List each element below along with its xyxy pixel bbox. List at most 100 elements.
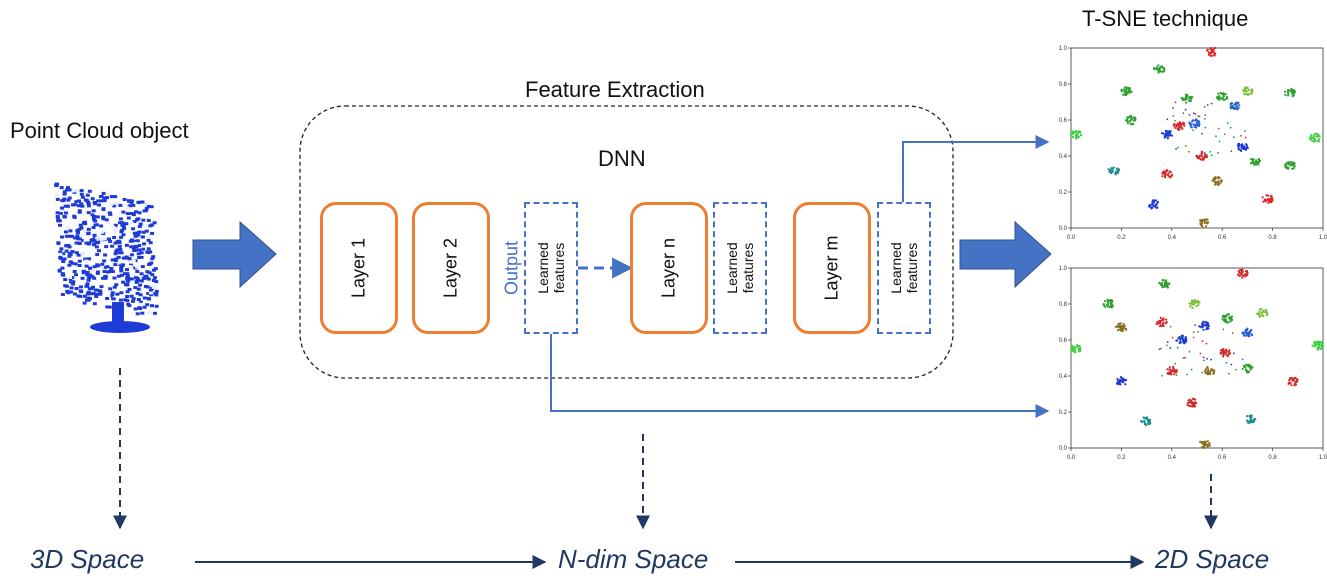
scatter-point (1164, 285, 1167, 288)
scatter-point (1107, 305, 1110, 308)
cloud-point (80, 204, 85, 208)
cloud-point (131, 246, 136, 250)
scatter-point (1201, 323, 1204, 326)
cloud-point (150, 304, 154, 308)
cloud-point (61, 260, 66, 263)
scatter-point (1078, 344, 1081, 348)
scatter-cluster (1241, 363, 1254, 374)
scatter-point (1128, 87, 1131, 90)
scatter-cluster (1124, 114, 1137, 126)
scatter-cluster (1153, 64, 1166, 74)
output-label: Output (501, 240, 522, 296)
scatter-point (1246, 420, 1249, 423)
space-ndim-label: N-dim Space (558, 544, 709, 574)
scatter-point (1247, 89, 1250, 92)
scatter-point (1132, 119, 1135, 122)
cloud-point (151, 279, 156, 282)
scatter-point (1314, 344, 1317, 347)
scatter-cluster (1229, 101, 1241, 111)
cloud-point (71, 280, 76, 284)
scatter-point (1124, 378, 1127, 381)
cloud-point (69, 280, 74, 284)
cloud-point (93, 202, 97, 206)
cloud-point (78, 285, 83, 289)
scatter-point (1263, 198, 1266, 201)
scatter-point (1318, 135, 1321, 138)
cloud-point (139, 255, 144, 259)
scatter-point (1256, 161, 1259, 164)
scatter-point (1198, 122, 1201, 125)
scatter-point (1104, 300, 1107, 303)
scatter-point (1202, 446, 1205, 450)
scatter-point (1212, 371, 1215, 374)
cloud-point (146, 205, 151, 208)
scatter-point (1177, 337, 1180, 340)
cloud-point (126, 199, 131, 203)
cloud-point (146, 247, 151, 251)
scatter-point (1262, 314, 1265, 317)
scatter-point (1195, 300, 1198, 303)
x-tick-label: 0.6 (1218, 235, 1227, 241)
cloud-point (136, 217, 141, 221)
scatter-point (1158, 348, 1161, 351)
scatter-point (1261, 313, 1264, 316)
cloud-point (67, 234, 72, 238)
scatter-point (1175, 148, 1177, 150)
scatter-point (1223, 98, 1226, 101)
scatter-point (1124, 328, 1128, 331)
scatter-point (1148, 418, 1152, 421)
scatter-point (1270, 198, 1273, 201)
cloud-point (120, 273, 125, 277)
cloud-point (140, 200, 145, 204)
scatter-point (1241, 270, 1244, 273)
scatter-cluster (1070, 344, 1082, 354)
cloud-point (64, 244, 69, 248)
cloud-point (141, 247, 145, 251)
cloud-point (146, 250, 151, 254)
cloud-point (144, 201, 149, 205)
scatter-point (1207, 368, 1210, 371)
cloud-point (112, 236, 117, 239)
scatter-point (1251, 366, 1254, 369)
scatter-point (1217, 96, 1220, 99)
scatter-point (1184, 108, 1187, 111)
space-3d-label: 3D Space (30, 544, 145, 574)
cloud-point (121, 233, 126, 237)
cloud-point (144, 274, 149, 278)
scatter-point (1188, 97, 1191, 100)
scatter-point (1222, 355, 1225, 358)
scatter-point (1206, 48, 1209, 51)
cloud-point (56, 241, 61, 245)
scatter-point (1169, 130, 1172, 133)
scatter-point (1285, 167, 1288, 170)
scatter-cluster (1160, 129, 1174, 140)
scatter-point (1106, 298, 1109, 301)
cloud-point (146, 238, 151, 242)
cloud-point (66, 226, 71, 230)
cloud-point (148, 291, 153, 295)
scatter-point (1206, 357, 1208, 360)
cloud-point (100, 262, 105, 266)
cloud-point (114, 259, 119, 263)
scatter-point (1206, 440, 1209, 443)
scatter-point (1074, 345, 1077, 348)
scatter-point (1118, 322, 1121, 325)
scatter-point (1119, 326, 1122, 329)
cloud-point (58, 223, 62, 227)
x-tick-label: 0.8 (1268, 455, 1277, 461)
cloud-point (59, 247, 64, 251)
scatter-point (1180, 334, 1183, 337)
cloud-point (141, 277, 146, 281)
cloud-point (57, 219, 62, 223)
scatter-point (1217, 183, 1220, 187)
cloud-point (102, 237, 107, 241)
cloud-point (125, 272, 130, 276)
scatter-point (1177, 128, 1180, 131)
cloud-point (61, 209, 66, 213)
scatter-point (1233, 136, 1235, 138)
cloud-point (80, 276, 85, 280)
scatter-point (1072, 347, 1075, 351)
cloud-point (131, 213, 136, 217)
scatter-point (1250, 333, 1253, 336)
cloud-point (133, 286, 138, 290)
